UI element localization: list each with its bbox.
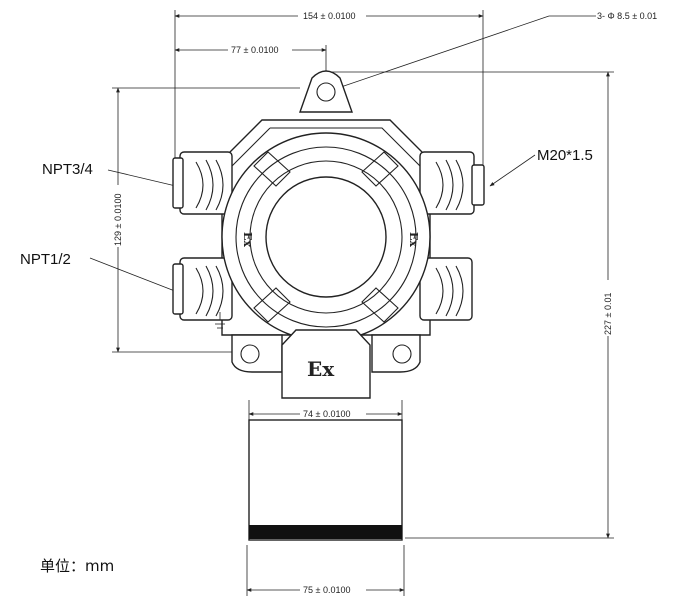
- port-bottom-right: [419, 257, 473, 321]
- ex-mark-right: Ex: [407, 232, 420, 247]
- sensor-band: [249, 525, 402, 539]
- port-bottom-left: [172, 257, 233, 321]
- dim-total-height: 227 ± 0.01: [603, 293, 613, 335]
- ex-mark-neck: Ex: [307, 357, 335, 381]
- dim-hole-spec: 3- Φ 8.5 ± 0.01: [597, 11, 657, 21]
- callout-npt-3-4: NPT3/4: [42, 161, 93, 178]
- mounting-hole-top: [316, 82, 336, 102]
- callout-npt-1-2: NPT1/2: [20, 251, 71, 268]
- mounting-hole-right: [392, 344, 412, 364]
- dim-overall-width: 154 ± 0.0100: [303, 11, 355, 21]
- device-body: Ex Ex Ex: [172, 70, 485, 541]
- port-top-left: [172, 151, 233, 215]
- sensor-head: [248, 419, 403, 541]
- dim-sensor-width: 75 ± 0.0100: [303, 585, 350, 595]
- dim-neck-width: 74 ± 0.0100: [303, 409, 350, 419]
- callout-m20: M20*1.5: [537, 147, 593, 164]
- dim-port-spacing: 129 ± 0.0100: [113, 194, 123, 246]
- dim-half-width: 77 ± 0.0100: [231, 45, 278, 55]
- mounting-hole-left: [240, 344, 260, 364]
- port-top-right: [419, 151, 485, 215]
- display-window: [265, 176, 387, 298]
- ground-icon: [213, 312, 227, 329]
- ex-mark-left: Ex: [241, 232, 254, 247]
- unit-note: 单位：mm: [40, 557, 114, 575]
